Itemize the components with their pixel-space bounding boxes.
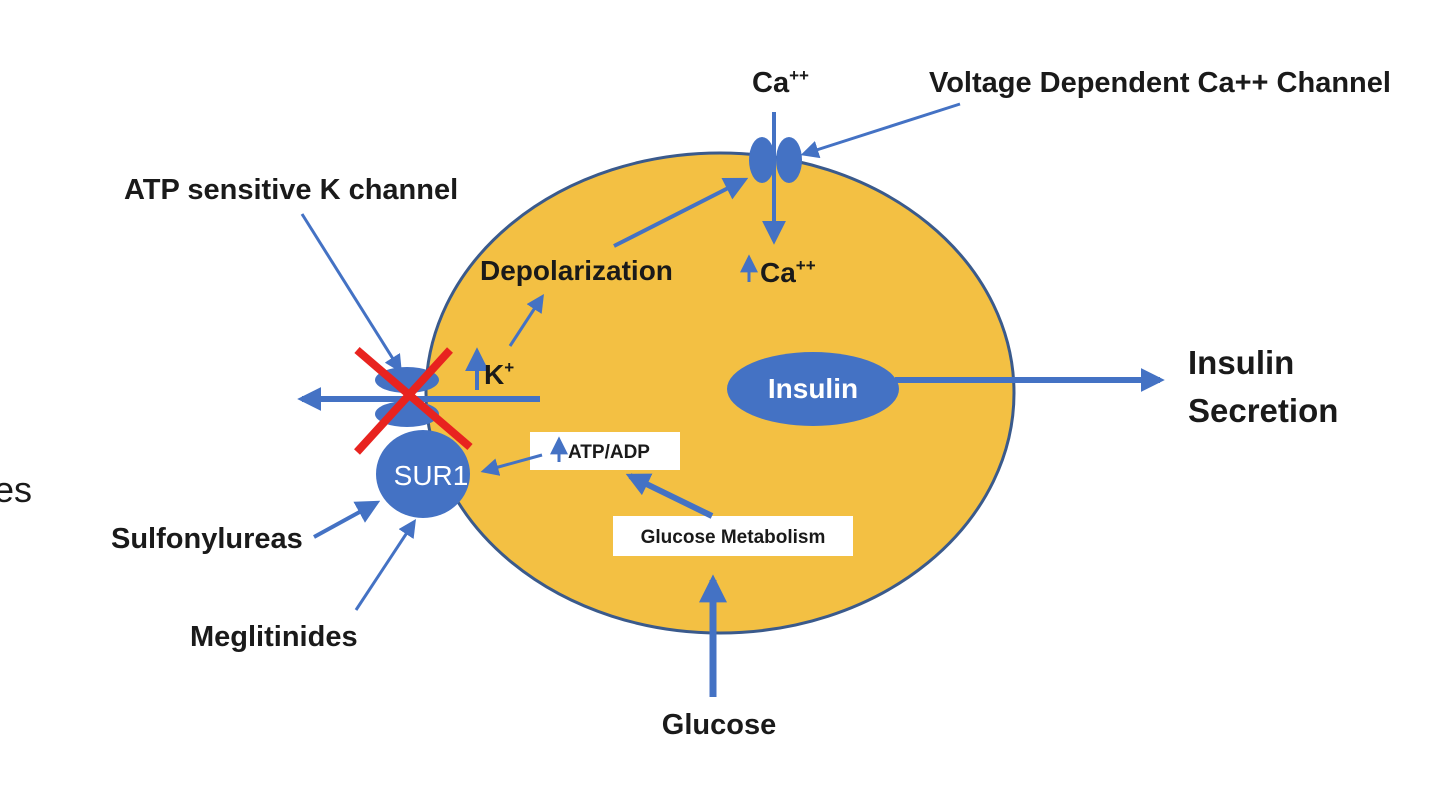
insulin-granule <box>727 352 899 426</box>
k-to-depolarization-arrow <box>508 293 544 347</box>
beta-cell <box>424 151 1016 635</box>
cut-off-text: es <box>0 469 32 510</box>
glucose-label: Glucose <box>662 709 776 741</box>
atp-adp-label: ATP/ADP <box>568 442 650 463</box>
katp-channel-top <box>375 367 439 393</box>
depolarization-to-channel-arrow <box>613 177 749 248</box>
depolarization-label: Depolarization <box>480 255 673 286</box>
glucose-metabolism-box <box>613 516 853 556</box>
insulin-label: Insulin <box>768 373 858 404</box>
meglitinides-arrow <box>354 518 416 611</box>
vdcc-pointer-arrow <box>800 102 961 159</box>
insulin-secretion-label-line1: Insulin <box>1188 344 1294 381</box>
atp-to-sur1-arrow <box>480 453 543 476</box>
vdcc-label: Voltage Dependent Ca++ Channel <box>929 67 1391 99</box>
k-ion-label: K+ <box>484 358 514 390</box>
sulfonylureas-label: Sulfonylureas <box>111 523 303 555</box>
calcium-channel <box>749 137 802 183</box>
red-x-mark <box>354 346 473 455</box>
metabolism-to-atp-arrow <box>625 473 714 519</box>
sur1-label: SUR1 <box>394 460 469 491</box>
sulfonylureas-arrow <box>313 500 381 539</box>
ca-top-label: Ca++ <box>752 66 809 99</box>
sur1-receptor <box>376 430 470 518</box>
glucose-metabolism-label: Glucose Metabolism <box>641 527 826 548</box>
katp-label: ATP sensitive K channel <box>124 174 458 206</box>
ca-inner-label: Ca++ <box>760 256 816 288</box>
katp-pointer-arrow <box>300 213 402 374</box>
meglitinides-label: Meglitinides <box>190 621 358 653</box>
insulin-secretion-label-line2: Secretion <box>1188 392 1338 429</box>
